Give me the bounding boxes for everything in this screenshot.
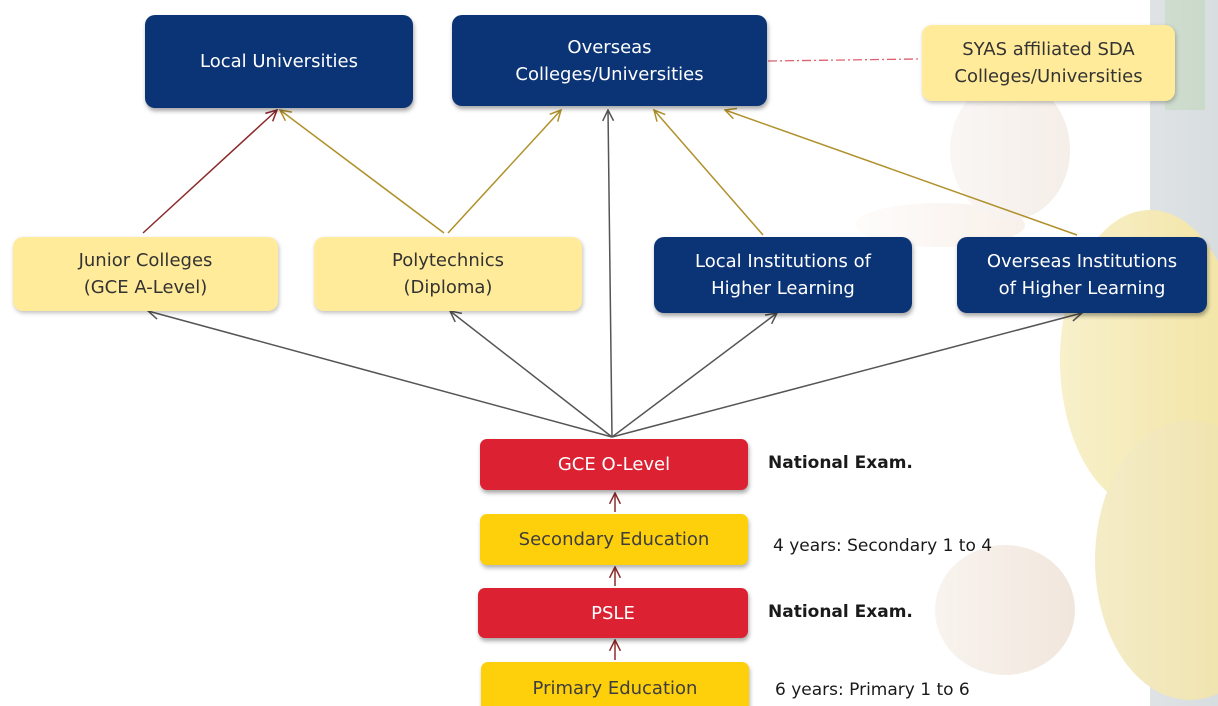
node-junior-colleges-line1: Junior Colleges [78,250,213,271]
note-psle: National Exam. [768,602,913,622]
arrow-o-level-to-polytechnics [450,311,613,438]
arrow-o-level-to-local-institutions [611,313,777,438]
node-local-institutions-line2: Higher Learning [711,278,855,299]
arrow-junior-to-local-universities [142,110,277,234]
node-overseas-institutions-line2: of Higher Learning [998,278,1166,299]
node-syas-affiliated: SYAS affiliated SDA Colleges/Universities [922,25,1175,101]
node-polytechnics-line1: Polytechnics [392,250,504,271]
node-primary-education: Primary Education [481,662,749,706]
arrow-o-level-to-junior-colleges [148,311,613,438]
node-junior-colleges: Junior Colleges (GCE A-Level) [13,237,278,311]
node-secondary-education-label: Secondary Education [518,529,710,550]
arrow-local-institutions-to-overseas-universities [654,110,764,236]
arrow-polytechnics-to-local-universities [280,110,445,234]
node-local-universities: Local Universities [145,15,413,108]
note-primary: 6 years: Primary 1 to 6 [775,680,970,700]
node-psle-label: PSLE [591,602,635,624]
node-polytechnics-line2: (Diploma) [403,277,493,298]
node-local-institutions: Local Institutions of Higher Learning [654,237,912,313]
arrow-overseas-institutions-to-overseas-universities [725,110,1078,236]
node-overseas-universities-line2: Colleges/Universities [515,63,704,85]
note-o-level: National Exam. [768,453,913,473]
node-local-institutions-line1: Local Institutions of [695,251,871,272]
node-syas-affiliated-line2: Colleges/Universities [954,66,1143,87]
node-polytechnics: Polytechnics (Diploma) [314,237,582,311]
arrow-polytechnics-to-overseas-universities [447,110,561,234]
node-junior-colleges-line2: (GCE A-Level) [83,277,208,298]
node-psle: PSLE [478,588,748,638]
node-primary-education-label: Primary Education [532,677,698,699]
node-overseas-institutions: Overseas Institutions of Higher Learning [957,237,1207,313]
node-syas-affiliated-line1: SYAS affiliated SDA [962,39,1135,60]
node-secondary-education: Secondary Education [480,514,748,565]
node-overseas-institutions-line1: Overseas Institutions [986,251,1178,272]
arrow-o-level-to-overseas-universities [608,110,612,438]
arrow-o-level-to-overseas-institutions [611,313,1082,438]
node-gce-o-level-label: GCE O-Level [557,454,671,475]
node-local-universities-label: Local Universities [200,51,358,72]
node-overseas-universities-line1: Overseas [567,36,652,58]
node-gce-o-level: GCE O-Level [480,439,748,490]
link-overseas-syas [767,58,919,62]
note-secondary: 4 years: Secondary 1 to 4 [773,536,993,556]
